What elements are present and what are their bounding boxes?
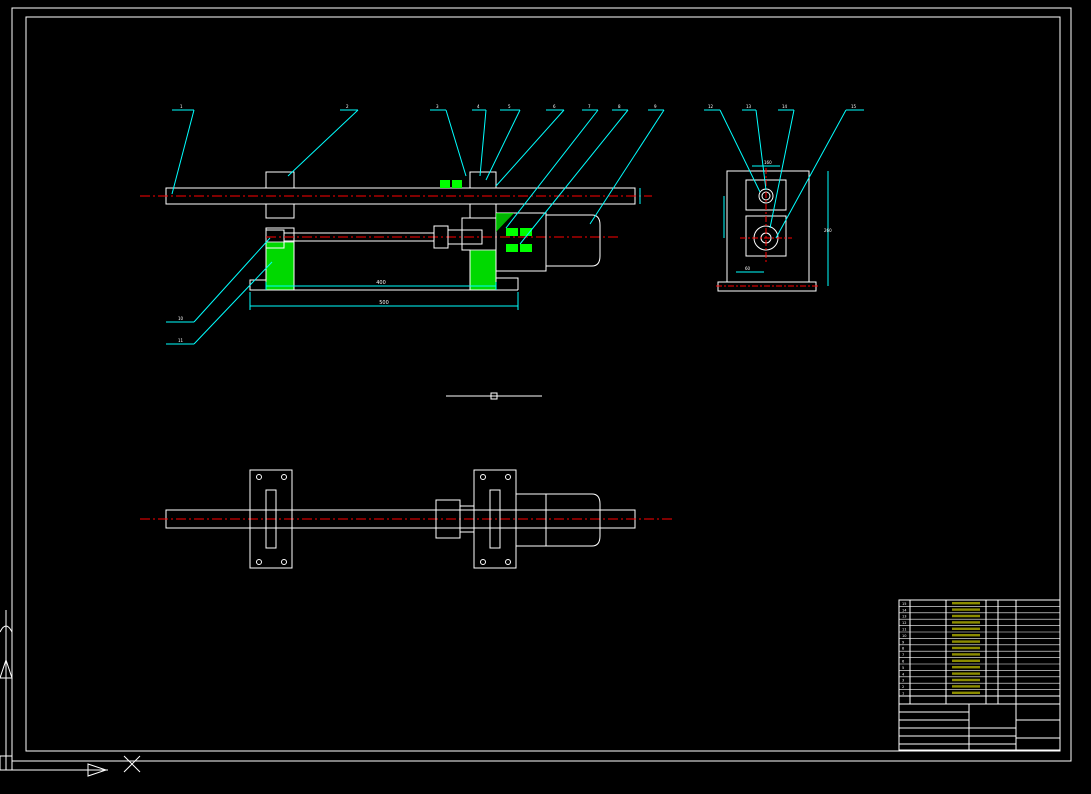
parts-list-rows: 15 14 13 12 11 10 9 8 7 6 5 4 3 2 1 [899, 602, 1060, 697]
right-support-hatch [469, 249, 497, 291]
front-dim-500: 500 [379, 300, 389, 306]
right-base-foot [495, 277, 519, 290]
parts-row-number: 9 [902, 640, 904, 644]
parts-row-number: 4 [902, 672, 905, 676]
front-view-balloon-labels: 1 2 3 4 5 6 7 8 9 10 11 [178, 104, 657, 343]
gearbox-green-2 [520, 228, 532, 236]
gearbox-green-1 [506, 228, 518, 236]
balloon-6: 6 [553, 104, 556, 109]
parts-row-name-cell [952, 672, 980, 675]
parts-row-name-cell [952, 685, 980, 688]
top-left-block-inner [265, 489, 277, 549]
parts-row-number: 11 [902, 628, 906, 632]
parts-row-number: 1 [902, 692, 904, 696]
balloon-5: 5 [508, 104, 511, 109]
parts-row-number: 8 [902, 647, 904, 651]
side-dim-260: 260 [824, 228, 832, 233]
parts-row-number: 3 [902, 679, 904, 683]
front-dim-400: 400 [376, 280, 386, 286]
gearbox-green-4 [520, 244, 532, 252]
front-view-dimensions [249, 188, 641, 310]
balloon-2: 2 [346, 104, 349, 109]
inner-drawing-frame [25, 16, 1061, 752]
parts-row-number: 13 [902, 615, 906, 619]
green-block-b [452, 180, 462, 188]
front-view [140, 171, 652, 291]
parts-row-name-cell [952, 666, 980, 669]
front-view-leaders [166, 109, 665, 345]
balloon-3: 3 [436, 104, 439, 109]
gearbox-hatch [496, 213, 514, 232]
balloon-4: 4 [477, 104, 480, 109]
side-view-labels: 12 13 14 15 160 260 60 [708, 104, 857, 271]
gearbox-housing [495, 212, 547, 272]
balloon-8: 8 [618, 104, 621, 109]
balloon-14: 14 [782, 104, 788, 109]
screw-extension [447, 229, 483, 245]
balloon-12: 12 [708, 104, 714, 109]
parts-list-table [898, 599, 1061, 751]
parts-row-name-cell [952, 678, 980, 682]
top-motor [546, 493, 601, 547]
parts-row-name-cell [952, 634, 980, 637]
parts-row-number: 6 [902, 660, 904, 664]
side-view [716, 168, 820, 292]
top-left-block [249, 469, 293, 569]
parts-row-name-cell [952, 691, 980, 694]
section-marker [446, 392, 542, 400]
parts-row-name-cell [952, 602, 980, 605]
top-right-block [473, 469, 517, 569]
parts-row-name-cell [952, 621, 980, 624]
right-bearing-cap [469, 171, 497, 189]
parts-row-number: 14 [902, 608, 907, 612]
ucs-icon [0, 610, 141, 777]
parts-row-number: 2 [902, 685, 904, 689]
balloon-9: 9 [654, 104, 657, 109]
parts-row-name-cell [952, 653, 980, 656]
side-dim-160: 160 [764, 160, 772, 165]
balloon-10: 10 [178, 316, 184, 321]
balloon-7: 7 [588, 104, 591, 109]
left-support-hatch [265, 241, 295, 291]
top-view [140, 469, 672, 569]
left-bearing-lower-cap [265, 203, 295, 219]
motor-body [546, 214, 601, 267]
green-block-a [440, 180, 450, 188]
parts-row-name-cell [952, 627, 980, 630]
side-dim-60: 60 [745, 266, 751, 271]
parts-row-name-cell [952, 646, 980, 650]
parts-row-number: 5 [902, 666, 904, 670]
left-bearing-cap [265, 171, 295, 189]
side-view-leaders [704, 109, 864, 286]
top-gearbox [516, 493, 547, 547]
parts-row-name-cell [952, 608, 980, 611]
right-bearing-lower-cap [469, 203, 497, 219]
balloon-11: 11 [178, 338, 184, 343]
outer-sheet-border [11, 7, 1072, 762]
gearbox-green-3 [506, 244, 518, 252]
balloon-1: 1 [180, 104, 183, 109]
balloon-15: 15 [851, 104, 857, 109]
top-right-block-inner [489, 489, 501, 549]
parts-row-number: 7 [902, 653, 904, 657]
parts-row-name-cell [952, 659, 980, 662]
parts-row-number: 10 [902, 634, 906, 638]
parts-row-number: 15 [902, 602, 906, 606]
balloon-13: 13 [746, 104, 752, 109]
parts-row-name-cell [952, 614, 980, 618]
parts-row-name-cell [952, 640, 980, 643]
parts-row-number: 12 [902, 621, 906, 625]
